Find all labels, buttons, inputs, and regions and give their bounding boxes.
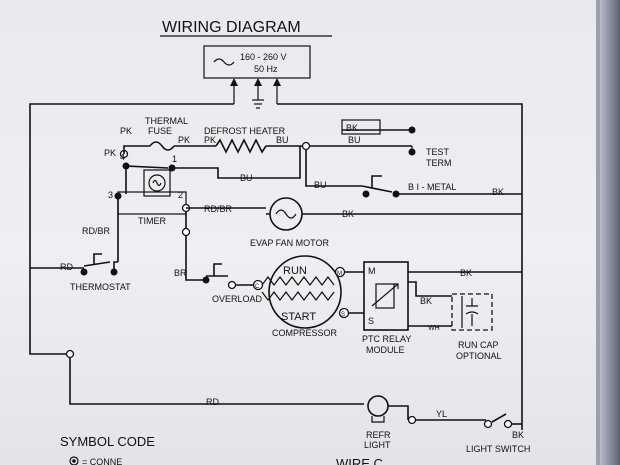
bk-tag-box: [341, 119, 381, 135]
symbol-code-title: SYMBOL CODE: [60, 434, 155, 449]
compressor-s-label: S: [341, 312, 345, 318]
wire-rd-br-2: RD/BR: [204, 204, 233, 214]
overload-symbol: [206, 263, 228, 277]
light-switch-symbol: [491, 413, 507, 423]
wire-rd-thermostat: RD: [60, 262, 73, 272]
ptc-terminal-s: S: [368, 316, 374, 326]
timer-motor-box: [143, 169, 171, 197]
wire-rd-br-1: RD/BR: [82, 226, 111, 236]
light-switch-contact-1: [483, 419, 493, 429]
ptc-label-1: PTC RELAY: [362, 334, 411, 344]
defrost-heater-label: DEFROST HEATER: [204, 126, 286, 136]
compressor-run-label: RUN: [283, 265, 307, 277]
panel-edge-shadow: [596, 0, 600, 465]
wire-bk-bottom: BK: [512, 430, 524, 440]
timer-motor-icon: [148, 174, 166, 192]
thermostat-label: THERMOSTAT: [70, 282, 131, 292]
timer-label: TIMER: [138, 216, 166, 226]
test-term-label-1: TEST: [426, 147, 450, 157]
ptc-terminal-m: M: [368, 266, 376, 276]
compressor-start-label: START: [281, 311, 316, 323]
wire-wh: WH: [428, 325, 440, 332]
timer-box: [117, 191, 187, 215]
overload-label: OVERLOAD: [212, 294, 263, 304]
power-supply-box: [203, 45, 311, 79]
refr-light-label-2: LIGHT: [364, 440, 391, 450]
runcap-label-2: OPTIONAL: [456, 351, 502, 361]
wire-main-left: [29, 103, 234, 340]
power-plug: [230, 78, 281, 109]
thermal-fuse-symbol: [149, 141, 175, 151]
wire-bu-4: BU: [314, 180, 327, 190]
wire-pk-3: PK: [204, 135, 216, 145]
wire-bu-timer: [172, 146, 301, 179]
bimetal-label: B I - METAL: [408, 182, 456, 192]
evap-fan-motor-label: EVAP FAN MOTOR: [250, 238, 330, 248]
wire-yl: YL: [436, 409, 447, 419]
refr-light-bulb-icon: [367, 395, 389, 417]
compressor-m-label: M: [337, 271, 342, 277]
overload-contact-1: [202, 276, 210, 284]
timer-terminal-2-label: 2: [178, 190, 183, 200]
wire-bu-3: BU: [240, 173, 253, 183]
run-cap-symbol: [461, 296, 479, 328]
panel-edge: [600, 0, 620, 465]
ac-sine-icon: [213, 58, 235, 66]
wiring-diagram: WIRING DIAGRAM 160 - 260 V 50 Hz BK TEST: [29, 19, 530, 465]
bimetal-switch-symbol: [361, 175, 393, 193]
compressor-c-label: C: [255, 284, 260, 290]
wire-bk-top: BK: [346, 123, 358, 133]
wire-main-right: [277, 103, 523, 430]
wire-bu-1: BU: [276, 135, 289, 145]
bottom-left-terminal: [65, 349, 75, 359]
wire-bk-evap: BK: [342, 209, 354, 219]
start-winding: [261, 291, 335, 301]
thermal-fuse-label-1: THERMAL: [145, 116, 188, 126]
symbol-connector-text: = CONNE: [82, 457, 122, 465]
defrost-heater-symbol: [215, 138, 267, 154]
wire-pk-2: PK: [178, 135, 190, 145]
refr-light-label-1: REFR: [366, 430, 391, 440]
wire-br: [185, 212, 206, 281]
test-term-label-2: TERM: [426, 158, 452, 168]
wire-code-title: WIRE C: [336, 456, 383, 465]
wire-bk-bimetal: BK: [492, 187, 504, 197]
overload-terminal: [227, 280, 237, 290]
timer-terminal-4-label: 4: [120, 152, 125, 162]
wire-rd-bottom-label: RD: [206, 397, 219, 407]
light-switch-contact-2: [503, 419, 513, 429]
diagram-title: WIRING DIAGRAM: [162, 19, 301, 36]
wire-pk-1: PK: [120, 126, 132, 136]
supply-voltage: 160 - 260 V: [240, 52, 287, 62]
bimetal-contact-1: [362, 190, 370, 198]
wire-br-label: BR: [174, 268, 187, 278]
light-switch-label: LIGHT SWITCH: [466, 444, 530, 454]
wire-bk-runcap: BK: [420, 296, 432, 306]
thermostat-switch-symbol: [83, 253, 111, 267]
runcap-label-1: RUN CAP: [458, 340, 499, 350]
ptc-relay-box: [363, 261, 409, 331]
ptc-label-2: MODULE: [366, 345, 405, 355]
compressor-symbol: [268, 255, 342, 329]
compressor-label: COMPRESSOR: [272, 328, 338, 338]
wire-bk-ptc: BK: [460, 268, 472, 278]
timer-terminal-1-label: 1: [172, 154, 177, 164]
wire-bu-2: BU: [348, 135, 361, 145]
timer-terminal-3-label: 3: [108, 190, 113, 200]
heater-junction: [301, 141, 311, 151]
run-cap-box: [451, 293, 493, 331]
wire-rd-bottom: [29, 340, 364, 405]
timer-switch-arm: [125, 165, 169, 194]
thermal-fuse-label-2: FUSE: [148, 126, 172, 136]
supply-frequency: 50 Hz: [254, 64, 278, 74]
run-winding: [261, 276, 335, 286]
test-terminal-top: [408, 126, 416, 134]
connector-symbol-icon: [69, 456, 79, 465]
wire-pk-4: PK: [104, 148, 116, 158]
ptc-thermistor-symbol: [375, 283, 395, 309]
thermostat-contact-1: [80, 268, 88, 276]
